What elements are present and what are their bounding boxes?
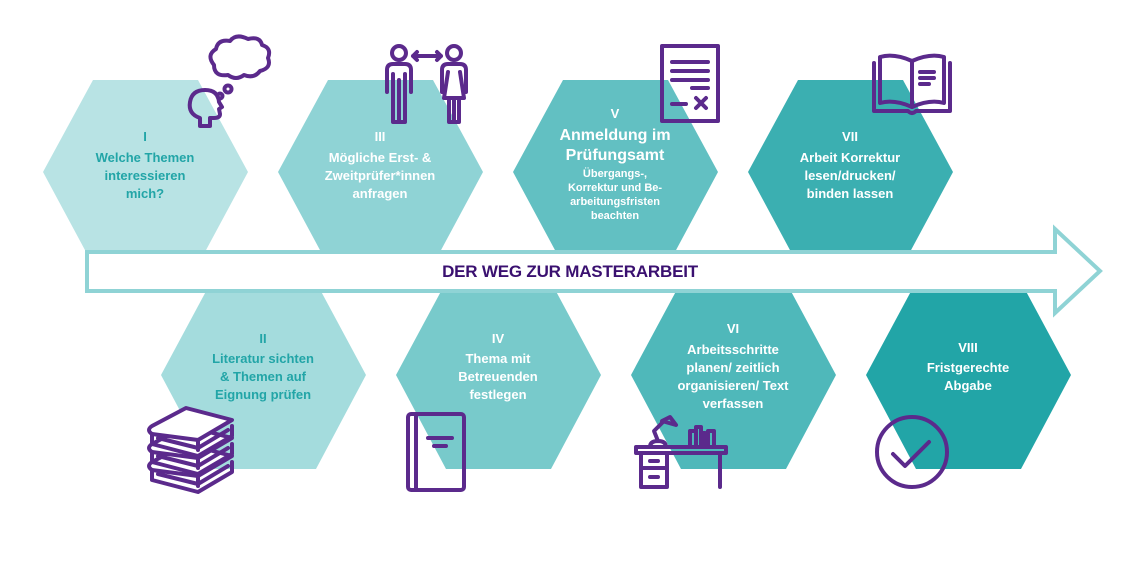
step-3-numeral: III (375, 129, 386, 144)
desk-lamp-icon (634, 415, 728, 489)
step-4-hexagon (396, 282, 601, 469)
step-4-line-3: festlegen (469, 387, 526, 402)
step-3-line-1: Mögliche Erst- & (329, 150, 432, 165)
check-circle-icon (875, 415, 949, 489)
step-6-line-4: verfassen (703, 396, 764, 411)
step-6-hexagon (631, 282, 836, 469)
step-6-line-1: Arbeitsschritte (687, 342, 779, 357)
step-5-line-1: Übergangs-, (583, 167, 647, 180)
step-3-hexagon (278, 80, 483, 265)
step-5-numeral: V (611, 106, 620, 121)
step-7-label: VII Arbeit Korrektur lesen/drucken/ bind… (800, 129, 900, 201)
step-4-line-1: Thema mit (465, 351, 531, 366)
step-4-numeral: IV (492, 331, 505, 346)
step-1-line-2: interessieren (105, 168, 186, 183)
step-2-line-3: Eignung prüfen (215, 387, 311, 402)
step-5-line-4: beachten (591, 210, 640, 222)
step-1-hexagon (43, 80, 248, 265)
step-8-line-1: Fristgerechte (927, 360, 1009, 375)
step-1-line-3: mich? (126, 186, 164, 201)
diagram-title: DER WEG ZUR MASTERARBEIT (442, 262, 699, 281)
two-people-exchange-icon (385, 44, 468, 124)
step-5-heading-1: Anmeldung im (559, 127, 670, 144)
step-7-line-2: lesen/drucken/ (804, 168, 895, 183)
step-6-numeral: VI (727, 321, 739, 336)
step-5-hexagon (513, 80, 718, 265)
step-1-numeral: I (143, 129, 147, 144)
step-5-line-3: arbeitungsfristen (570, 196, 660, 208)
step-2-label: II Literatur sichten & Themen auf Eignun… (212, 331, 314, 402)
step-7-hexagon (748, 80, 953, 265)
timeline-arrow (85, 224, 1103, 318)
step-6-line-3: organisieren/ Text (677, 378, 789, 393)
closed-book-icon (406, 412, 466, 492)
form-document-icon (660, 44, 720, 123)
step-4-line-2: Betreuenden (458, 369, 538, 384)
thinking-head-icon (187, 34, 272, 128)
step-2-line-2: & Themen auf (220, 369, 307, 384)
step-4-label: IV Thema mit Betreuenden festlegen (458, 331, 538, 402)
step-2-numeral: II (259, 331, 266, 346)
step-3-line-2: Zweitprüfer*innen (325, 168, 436, 183)
step-6-line-2: planen/ zeitlich (686, 360, 779, 375)
step-8-hexagon (866, 282, 1071, 469)
step-5-label: V Anmeldung im Prüfungsamt Übergangs-, K… (559, 106, 670, 222)
step-3-label: III Mögliche Erst- & Zweitprüfer*innen a… (325, 129, 436, 201)
step-3-line-3: anfragen (353, 186, 408, 201)
step-8-numeral: VIII (958, 340, 978, 355)
step-1-line-1: Welche Themen (96, 150, 195, 165)
step-1-label: I Welche Themen interessieren mich? (96, 129, 195, 201)
step-2-line-1: Literatur sichten (212, 351, 314, 366)
step-7-line-1: Arbeit Korrektur (800, 150, 900, 165)
step-8-label: VIII Fristgerechte Abgabe (927, 340, 1009, 393)
step-7-numeral: VII (842, 129, 858, 144)
open-book-icon (872, 53, 952, 115)
step-6-label: VI Arbeitsschritte planen/ zeitlich orga… (677, 321, 789, 411)
step-7-line-3: binden lassen (807, 186, 894, 201)
book-stack-icon (147, 406, 234, 494)
step-5-line-2: Korrektur und Be- (568, 182, 662, 194)
step-8-line-2: Abgabe (944, 378, 992, 393)
step-5-heading-2: Prüfungsamt (566, 147, 665, 164)
